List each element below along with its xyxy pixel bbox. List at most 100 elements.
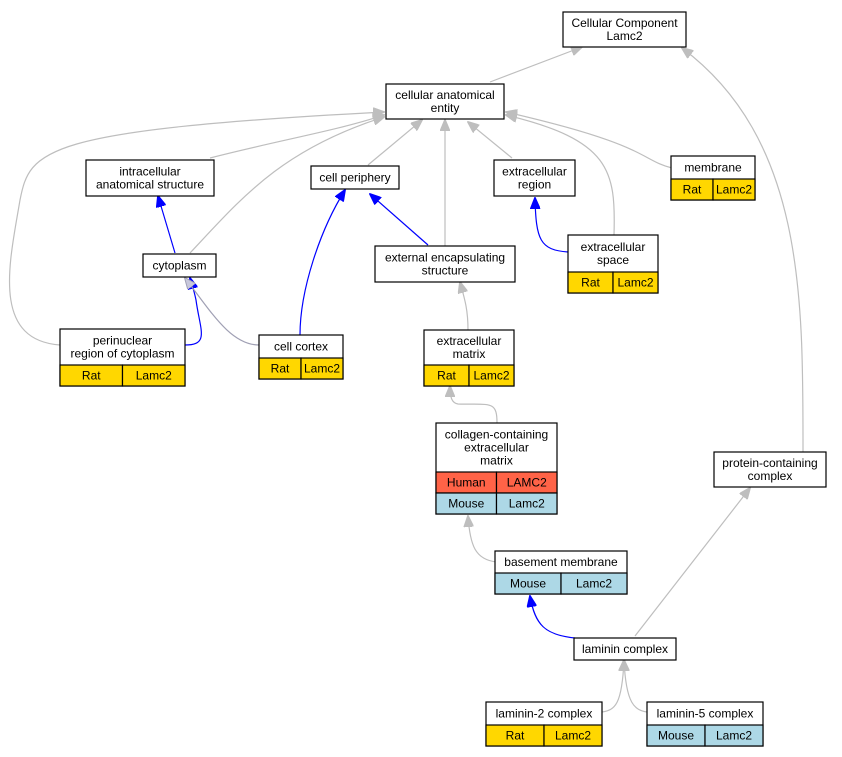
- edges: [9, 47, 804, 713]
- node-label: external encapsulating: [385, 251, 505, 265]
- gene-label: Lamc2: [136, 369, 172, 383]
- node-label: cellular anatomical: [395, 88, 494, 102]
- edge-ias-cae: [209, 115, 384, 159]
- node-box: [562, 11, 687, 48]
- edge-ecr-cae: [468, 122, 513, 159]
- gene-label: LAMC2: [507, 476, 547, 490]
- gene-cell: [560, 572, 628, 595]
- edge-cc-cyto: [185, 278, 260, 346]
- node-label: protein-containing: [722, 456, 817, 470]
- edge-mem-cae: [506, 112, 673, 169]
- node-label: region: [518, 178, 551, 192]
- node-label: laminin complex: [582, 642, 668, 656]
- node-label: anatomical structure: [96, 178, 204, 192]
- edge-bm-colm: [468, 516, 498, 563]
- edge-cp-cae: [367, 120, 422, 166]
- edge-pcc-root: [682, 48, 804, 453]
- node-label: matrix: [453, 347, 486, 361]
- node-box: [85, 159, 215, 197]
- species-label: Mouse: [448, 497, 484, 511]
- node-label: matrix: [480, 454, 513, 468]
- node-box: [713, 451, 827, 488]
- node-label: laminin-2 complex: [496, 707, 593, 721]
- node-label: region of cytoplasm: [70, 347, 174, 361]
- gene-cell: [300, 357, 344, 380]
- species-label: Mouse: [510, 577, 546, 591]
- edge-ecm-ees: [460, 282, 469, 331]
- edge-peri-cae: [9, 112, 384, 346]
- edge-lc-bm: [530, 596, 576, 639]
- node-label: entity: [431, 101, 460, 115]
- gene-cell: [704, 724, 764, 747]
- node-label: cell periphery: [319, 171, 390, 185]
- node-box: [385, 83, 505, 120]
- edge-colm-ecm: [450, 386, 498, 424]
- edge-cc-cp: [299, 190, 345, 336]
- gene-label: Lamc2: [509, 497, 545, 511]
- node-label: extracellular: [581, 240, 646, 254]
- edge-cyto-cae: [189, 117, 384, 254]
- gene-label: Lamc2: [576, 577, 612, 591]
- species-label: Rat: [581, 276, 600, 290]
- species-label: Mouse: [658, 729, 694, 743]
- node-box: [493, 159, 576, 197]
- gene-label: Lamc2: [716, 729, 752, 743]
- node-box: [310, 165, 400, 190]
- node-label: cytoplasm: [152, 259, 206, 273]
- gene-label: Lamc2: [473, 369, 509, 383]
- edge-ees-cp: [370, 194, 429, 246]
- gene-cell: [468, 364, 515, 387]
- node-label: basement membrane: [504, 555, 618, 569]
- gene-cell: [495, 492, 558, 515]
- node-label: membrane: [684, 161, 742, 175]
- node-label: laminin-5 complex: [657, 707, 754, 721]
- node-label: collagen-containing: [445, 428, 548, 442]
- edge-lc-pcc: [634, 488, 750, 637]
- gene-label: Lamc2: [716, 183, 752, 197]
- species-label: Rat: [506, 729, 525, 743]
- edge-l2-lc: [601, 660, 624, 713]
- edge-l5-lc: [624, 660, 648, 713]
- gene-cell: [612, 271, 659, 294]
- node-colm[interactable]: collagen-containingextracellularmatrixHu…: [435, 422, 558, 515]
- node-label: extracellular: [464, 441, 529, 455]
- gene-cell: [121, 364, 186, 387]
- node-label: complex: [748, 469, 793, 483]
- species-label: Human: [447, 476, 486, 490]
- node-label: space: [597, 253, 629, 267]
- edge-cae-root: [489, 47, 582, 83]
- edge-cyto-ias: [158, 196, 176, 254]
- node-cyto[interactable]: cytoplasm: [142, 253, 217, 278]
- node-label: Cellular Component: [571, 16, 678, 30]
- gene-label: Lamc2: [617, 276, 653, 290]
- species-label: Rat: [82, 369, 101, 383]
- edge-ecs-ecr: [535, 198, 569, 253]
- node-cp[interactable]: cell periphery: [310, 165, 400, 190]
- gene-cell: [712, 178, 756, 201]
- gene-label: Lamc2: [555, 729, 591, 743]
- species-label: Rat: [683, 183, 702, 197]
- node-label: extracellular: [437, 334, 502, 348]
- edge-ecs-cae: [506, 115, 615, 236]
- node-label: Lamc2: [606, 29, 642, 43]
- node-box: [142, 253, 217, 278]
- node-label: extracellular: [502, 165, 567, 179]
- node-lc[interactable]: laminin complex: [573, 637, 677, 661]
- node-box: [573, 637, 677, 661]
